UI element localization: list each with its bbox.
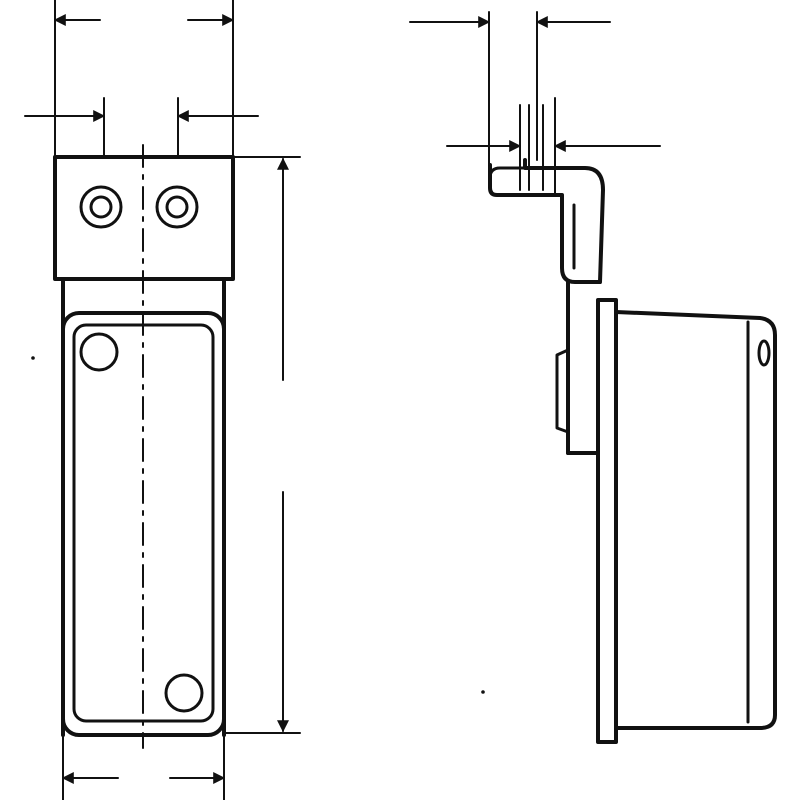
- dimension-top-width: [53, 0, 235, 158]
- dimension-hole-spacing: [24, 97, 259, 158]
- lamp-flange: [596, 298, 618, 744]
- lamp-housing-side: [614, 310, 777, 730]
- bracket-hole-right: [155, 185, 199, 229]
- dimension-bottom-width: [61, 734, 226, 800]
- dimension-side-thickness: [446, 97, 661, 196]
- dimension-height: [223, 156, 301, 734]
- dimension-side-top: [409, 11, 611, 166]
- speck: [481, 690, 485, 694]
- bracket-profile-top: [488, 166, 527, 180]
- lens-screw-bottom: [164, 673, 204, 713]
- lens-screw-top: [79, 332, 119, 372]
- side-screw: [757, 339, 771, 367]
- side-view: [409, 11, 777, 744]
- front-view: [24, 0, 301, 800]
- arm-tab: [555, 348, 570, 434]
- bracket-profile: [488, 158, 605, 284]
- bracket-hole-left: [79, 185, 123, 229]
- speck: [31, 356, 35, 360]
